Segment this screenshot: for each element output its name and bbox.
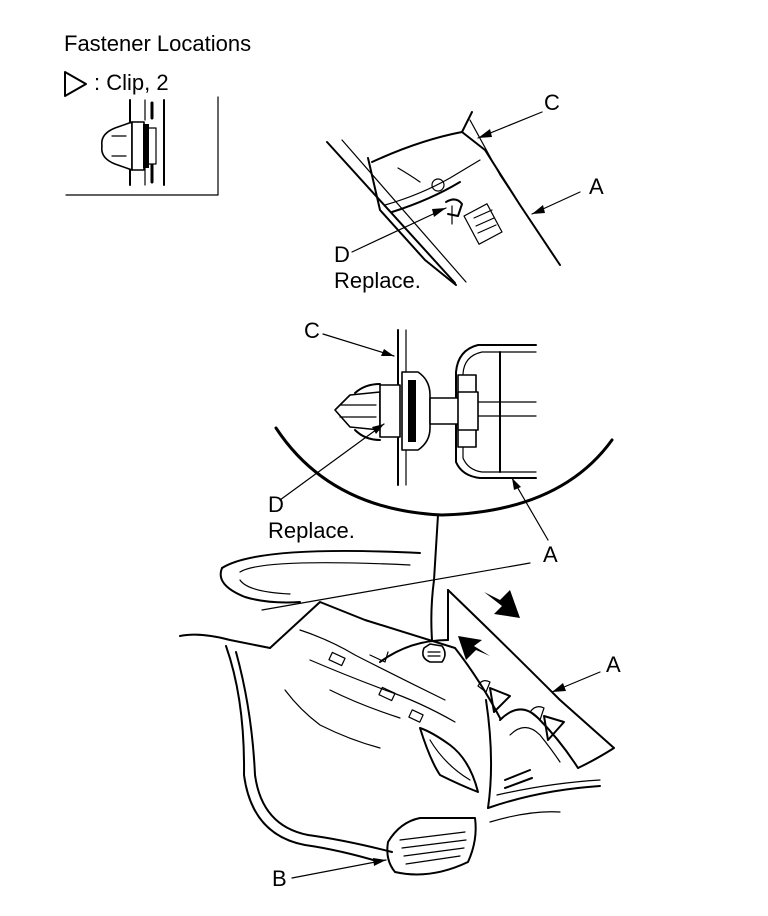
clip-triangle-icon — [64, 71, 87, 97]
rear-pillar-panel-view — [179, 549, 615, 876]
callout-a-top: A — [589, 174, 604, 199]
replace-note-top: Replace. — [334, 268, 421, 293]
callout-c-top: C — [544, 90, 560, 115]
callout-d-top: D — [334, 242, 350, 267]
replace-note-mid: Replace. — [268, 518, 355, 543]
pillar-top-view — [326, 111, 561, 286]
page-title: Fastener Locations — [64, 31, 252, 56]
callout-a-mid: A — [543, 542, 558, 567]
leader-a-mid — [511, 477, 549, 541]
leader-d-mid — [279, 423, 385, 501]
leader-d-top — [351, 207, 447, 253]
clip-detail-inset — [65, 96, 219, 196]
callout-c-mid: C — [304, 318, 320, 343]
clip-legend-text: : Clip, 2 — [94, 70, 169, 95]
leader-c-mid — [322, 333, 395, 357]
detail-connector-line — [430, 514, 439, 641]
callout-d-mid: D — [268, 492, 284, 517]
callout-b-low: B — [272, 866, 287, 891]
clip-magnified-view — [274, 329, 614, 517]
leader-b-low — [291, 859, 387, 879]
callout-a-low: A — [606, 652, 621, 677]
